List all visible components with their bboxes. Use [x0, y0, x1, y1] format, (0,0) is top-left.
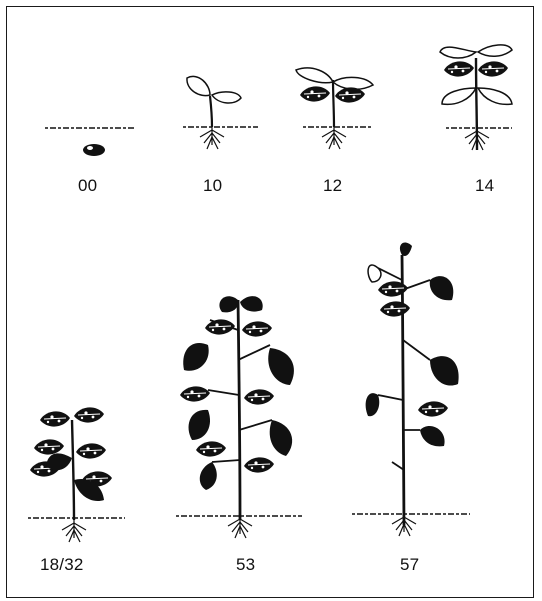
- stage-10-seedling-illustration: [183, 76, 258, 149]
- stage-57-plant-illustration: [352, 243, 470, 536]
- stage-14-plant-illustration: [440, 45, 512, 150]
- stage-00-seed-illustration: [45, 128, 135, 156]
- stage-label-12: 12: [323, 176, 342, 196]
- stage-label-10: 10: [203, 176, 222, 196]
- stage-label-18-32: 18/32: [40, 555, 84, 575]
- stage-label-14: 14: [475, 176, 494, 196]
- stage-label-53: 53: [236, 555, 255, 575]
- stage-53-plant-illustration: [176, 296, 302, 538]
- stage-label-57: 57: [400, 555, 419, 575]
- stage-label-00: 00: [78, 176, 97, 196]
- stage-18-32-plant-illustration: [28, 407, 125, 542]
- stage-12-plant-illustration: [296, 68, 373, 149]
